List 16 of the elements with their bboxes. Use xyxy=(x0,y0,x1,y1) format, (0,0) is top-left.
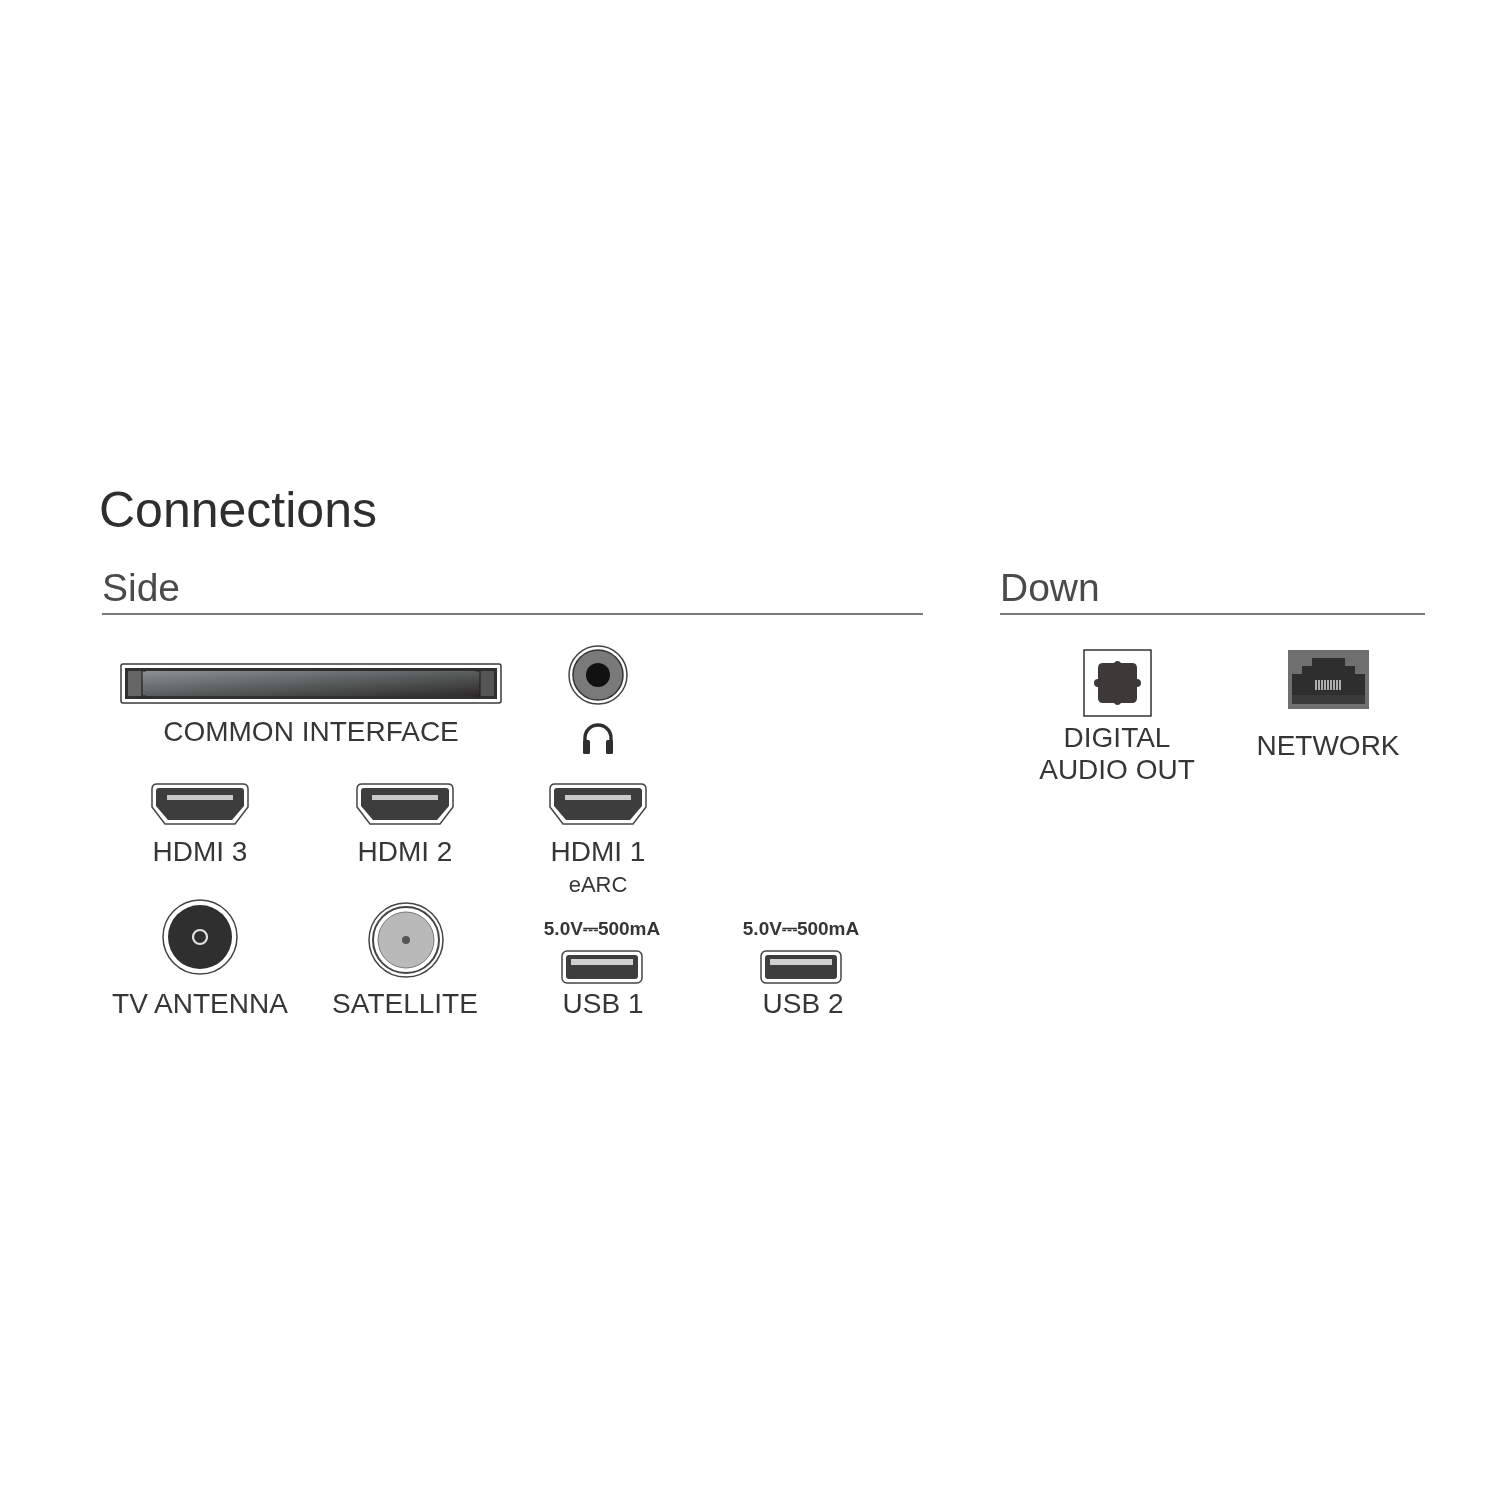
power-rating-label: 5.0V⎓500mA xyxy=(742,918,860,940)
port-label: DIGITAL AUDIO OUT xyxy=(1038,722,1196,787)
port-label: HDMI 3 xyxy=(152,836,248,869)
port-label: NETWORK xyxy=(1256,730,1400,763)
section-heading: Side xyxy=(102,566,181,611)
port-label: HDMI 1 xyxy=(550,836,646,869)
title: Connections xyxy=(99,482,377,540)
port-label: HDMI 2 xyxy=(357,836,453,869)
port-label: TV ANTENNA xyxy=(112,988,288,1021)
feature-label: eARC xyxy=(568,872,628,898)
port-label: COMMON INTERFACE xyxy=(163,716,459,749)
port-label: USB 2 xyxy=(762,988,844,1021)
section-heading: Down xyxy=(1000,566,1100,611)
power-rating-label: 5.0V⎓500mA xyxy=(543,918,661,940)
port-label: USB 1 xyxy=(562,988,644,1021)
port-label: SATELLITE xyxy=(332,988,478,1021)
